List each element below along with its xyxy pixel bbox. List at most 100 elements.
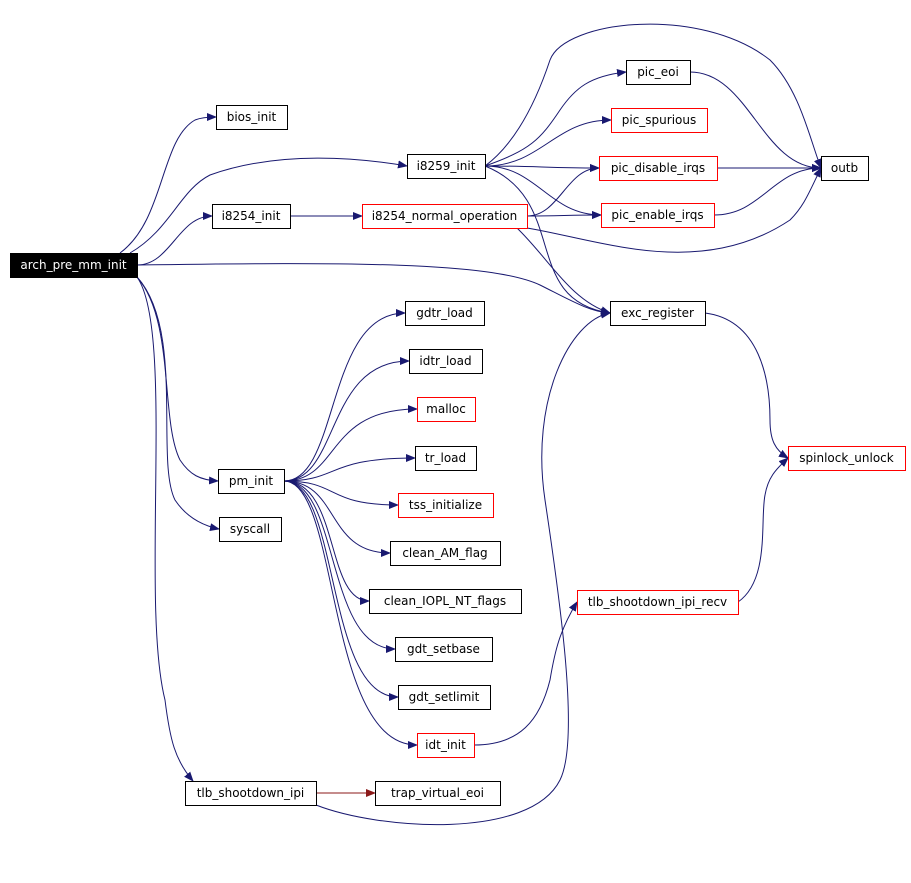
node-label: pic_enable_irqs [611, 208, 703, 222]
node-label: tlb_shootdown_ipi_recv [588, 595, 727, 609]
edge-i8254_normal_operation-to-pic_disable_irqs [526, 164, 600, 217]
node-outb[interactable]: outb [821, 156, 869, 181]
node-pic_spurious[interactable]: pic_spurious [611, 108, 708, 133]
edge-i8259_init-to-exc_register [484, 165, 611, 316]
edge-i8259_init-to-outb [484, 23, 822, 169]
node-box [362, 204, 528, 229]
edge-idt_init-to-tlb_shootdown_ipi_recv [473, 601, 578, 746]
edge-arch_pre_mm_init-to-i8259_init [129, 157, 408, 254]
node-box [375, 781, 501, 806]
node-box [610, 301, 706, 326]
node-box [395, 637, 493, 662]
edge-pm_init-to-clean_AM_flag [283, 480, 391, 557]
edge-i8259_init-to-pic_spurious [484, 116, 612, 167]
edge-i8254_normal_operation-to-outb [526, 167, 822, 253]
node-pic_eoi[interactable]: pic_eoi [626, 60, 691, 85]
edge-i8254_normal_operation-to-pic_enable_irqs [526, 211, 602, 220]
edge-arch_pre_mm_init-to-pm_init [136, 276, 219, 485]
node-box [398, 493, 494, 518]
edge-pic_enable_irqs-to-outb [713, 164, 822, 216]
edge-pm_init-to-malloc [283, 405, 418, 482]
node-label: idtr_load [419, 354, 471, 368]
node-box [788, 446, 906, 471]
node-label: pm_init [229, 474, 274, 488]
node-box [417, 397, 476, 422]
node-box [185, 781, 317, 806]
edge-pm_init-to-idt_init [283, 480, 418, 749]
node-label: tr_load [425, 451, 466, 465]
edge-i8259_init-to-pic_eoi [484, 69, 627, 167]
edge-pm_init-to-gdtr_load [283, 309, 406, 482]
node-box [577, 590, 739, 615]
edge-tlb_shootdown_ipi-to-exc_register [315, 310, 611, 826]
node-box [218, 469, 285, 494]
node-box [599, 156, 718, 181]
node-box [219, 517, 282, 542]
node-label: pic_eoi [637, 65, 679, 79]
node-i8259_init[interactable]: i8259_init [407, 154, 486, 179]
node-pic_disable_irqs[interactable]: pic_disable_irqs [599, 156, 718, 181]
edge-exc_register-to-spinlock_unlock [704, 312, 789, 459]
node-idtr_load[interactable]: idtr_load [409, 349, 483, 374]
node-label: i8254_init [222, 209, 281, 223]
node-label: i8259_init [417, 159, 476, 173]
node-syscall[interactable]: syscall [219, 517, 282, 542]
edge-pm_init-to-gdt_setbase [283, 480, 396, 653]
node-clean_IOPL_NT_flags[interactable]: clean_IOPL_NT_flags [369, 589, 522, 614]
node-pic_enable_irqs[interactable]: pic_enable_irqs [601, 203, 715, 228]
node-box [10, 253, 138, 278]
edge-arch_pre_mm_init-to-i8254_init [136, 212, 213, 266]
node-i8254_init[interactable]: i8254_init [212, 204, 291, 229]
node-idt_init[interactable]: idt_init [417, 733, 475, 758]
node-tlb_shootdown_ipi_recv[interactable]: tlb_shootdown_ipi_recv [577, 590, 739, 615]
node-box [407, 154, 486, 179]
edge-arch_pre_mm_init-to-bios_init [119, 113, 217, 254]
node-box [417, 733, 475, 758]
node-box [369, 589, 522, 614]
node-label: tlb_shootdown_ipi [197, 786, 305, 800]
nodes-layer: arch_pre_mm_init bios_init i8254_init i8259… [10, 60, 906, 806]
node-label: trap_virtual_eoi [391, 786, 484, 800]
edge-tlb_shootdown_ipi_recv-to-spinlock_unlock [737, 457, 789, 603]
node-trap_virtual_eoi[interactable]: trap_virtual_eoi [375, 781, 501, 806]
edge-pm_init-to-idtr_load [283, 357, 410, 482]
node-bios_init[interactable]: bios_init [216, 105, 288, 130]
node-label: gdt_setbase [407, 642, 480, 656]
node-box [398, 685, 491, 710]
edge-arch_pre_mm_init-to-syscall [136, 276, 220, 532]
node-label: gdt_setlimit [409, 690, 480, 704]
node-tlb_shootdown_ipi[interactable]: tlb_shootdown_ipi [185, 781, 317, 806]
edges-layer [119, 23, 822, 826]
edge-arch_pre_mm_init-to-tlb_shootdown_ipi [136, 276, 194, 782]
edge-pm_init-to-tss_initialize [283, 480, 399, 509]
edge-pm_init-to-tr_load [283, 454, 416, 482]
node-box [601, 203, 715, 228]
node-box [415, 446, 477, 471]
node-i8254_normal_operation[interactable]: i8254_normal_operation [362, 204, 528, 229]
node-clean_AM_flag[interactable]: clean_AM_flag [390, 541, 501, 566]
node-malloc[interactable]: malloc [417, 397, 476, 422]
node-label: syscall [230, 522, 270, 536]
node-tss_initialize[interactable]: tss_initialize [398, 493, 494, 518]
node-tr_load[interactable]: tr_load [415, 446, 477, 471]
node-exc_register[interactable]: exc_register [610, 301, 706, 326]
node-gdt_setbase[interactable]: gdt_setbase [395, 637, 493, 662]
node-arch_pre_mm_init[interactable]: arch_pre_mm_init [10, 253, 138, 278]
node-spinlock_unlock[interactable]: spinlock_unlock [788, 446, 906, 471]
edge-i8259_init-to-pic_disable_irqs [484, 163, 600, 172]
edge-arch_pre_mm_init-to-exc_register [136, 263, 611, 317]
node-label: bios_init [227, 110, 277, 124]
node-label: pic_spurious [622, 113, 697, 127]
node-box [405, 301, 485, 326]
node-gdt_setlimit[interactable]: gdt_setlimit [398, 685, 491, 710]
node-label: clean_AM_flag [402, 546, 487, 560]
node-label: tss_initialize [409, 498, 482, 512]
edge-pm_init-to-clean_IOPL_NT_flags [283, 480, 370, 605]
node-gdtr_load[interactable]: gdtr_load [405, 301, 485, 326]
edge-i8254_normal_operation-to-exc_register [516, 227, 611, 315]
node-box [821, 156, 869, 181]
edge-pic_eoi-to-outb [689, 71, 822, 172]
node-pm_init[interactable]: pm_init [218, 469, 285, 494]
node-box [212, 204, 291, 229]
